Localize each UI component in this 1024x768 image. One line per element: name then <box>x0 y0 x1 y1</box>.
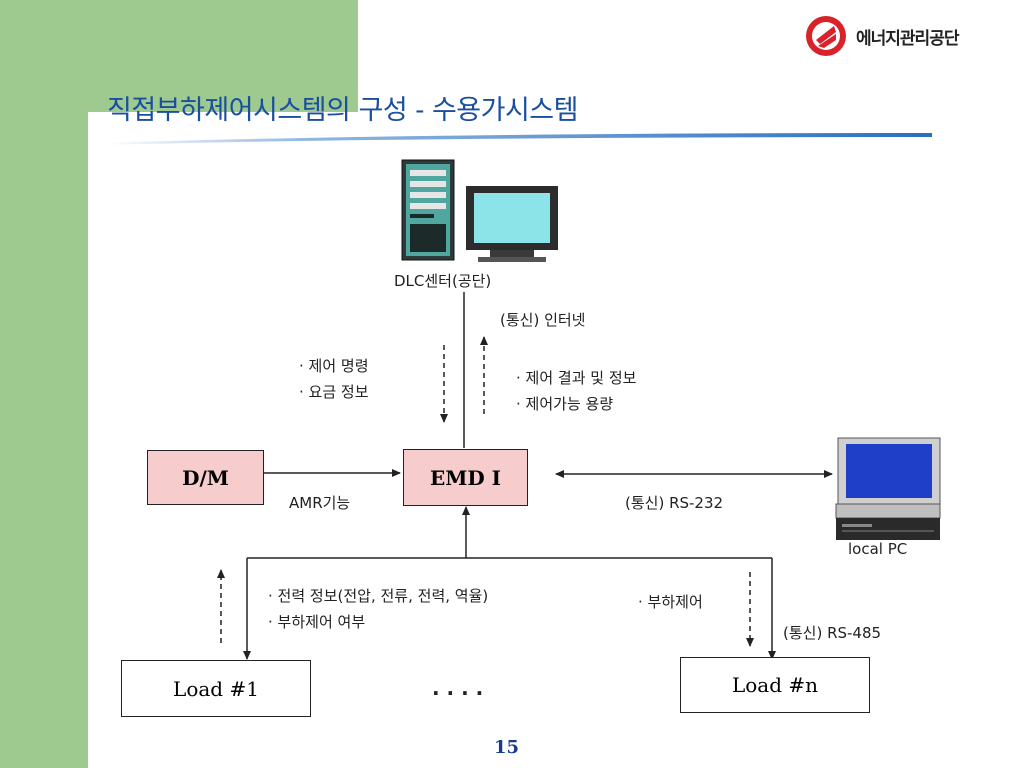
downlink-item: 제어 명령 <box>299 353 369 379</box>
load-1-box: Load #1 <box>121 660 311 717</box>
dlc-center-label: DLC센터(공단) <box>394 272 492 290</box>
uplink-list: 제어 결과 및 정보 제어가능 용량 <box>516 365 637 417</box>
downlink-list: 제어 명령 요금 정보 <box>299 353 369 405</box>
load-comm-label: (통신) RS-485 <box>783 624 882 642</box>
load-up-item: 전력 정보(전압, 전류, 전력, 역율) <box>268 583 489 609</box>
downlink-item: 요금 정보 <box>299 379 369 405</box>
dlc-comm-label: (통신) 인터넷 <box>500 311 586 329</box>
logo: 에너지관리공단 <box>804 14 959 58</box>
uplink-item: 제어 결과 및 정보 <box>516 365 637 391</box>
uplink-item: 제어가능 용량 <box>516 391 636 417</box>
emd-pc-label: (통신) RS-232 <box>625 494 724 512</box>
logo-text: 에너지관리공단 <box>856 28 959 49</box>
load-down-list: 부하제어 <box>638 589 703 615</box>
logo-emblem-icon <box>806 16 846 56</box>
load-up-list: 전력 정보(전압, 전류, 전력, 역율) 부하제어 여부 <box>268 583 489 635</box>
monitor-icon <box>466 186 558 262</box>
page-number: 15 <box>494 737 520 758</box>
dm-box: D/M <box>147 450 264 505</box>
local-pc-icon <box>835 437 941 540</box>
server-icon <box>401 159 455 261</box>
header-band <box>88 0 358 112</box>
ellipsis-label: . . . . <box>432 676 484 700</box>
emd-box: EMD I <box>403 449 528 506</box>
sidebar-band <box>0 0 88 768</box>
title-rule <box>104 133 932 145</box>
load-down-item: 부하제어 <box>638 589 703 615</box>
dm-emd-label: AMR기능 <box>289 494 351 512</box>
load-up-item: 부하제어 여부 <box>268 609 488 635</box>
local-pc-label: local PC <box>848 540 908 558</box>
load-n-box: Load #n <box>680 657 870 713</box>
slide-title: 직접부하제어시스템의 구성 - 수용가시스템 <box>107 95 579 126</box>
